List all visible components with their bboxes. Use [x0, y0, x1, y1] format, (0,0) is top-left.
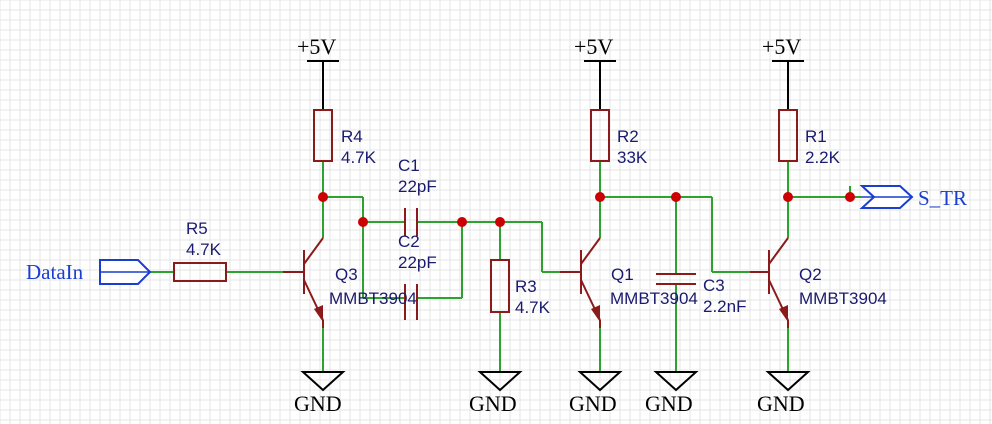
capacitor-c3[interactable]: C3 2.2nF — [656, 273, 746, 316]
capacitor-c1[interactable]: C1 22pF — [398, 156, 437, 236]
junction-dot — [457, 217, 467, 227]
r3-ref: R3 — [515, 277, 537, 296]
q2-value: MMBT3904 — [799, 289, 887, 308]
junction-dot — [671, 192, 681, 202]
r4-value: 4.7K — [341, 148, 377, 167]
resistor-r4[interactable]: R4 4.7K — [313, 109, 377, 167]
c3-value: 2.2nF — [703, 297, 746, 316]
port-datain-label: DataIn — [26, 260, 84, 284]
port-datain[interactable]: DataIn — [26, 259, 152, 285]
q1-value: MMBT3904 — [610, 289, 698, 308]
resistor-r3[interactable]: R3 4.7K — [490, 259, 551, 317]
gnd-label: GND — [469, 391, 517, 416]
r1-ref: R1 — [805, 127, 827, 146]
c3-ref: C3 — [703, 276, 725, 295]
r4-ref: R4 — [341, 127, 363, 146]
r2-value: 33K — [617, 148, 648, 167]
junction-dot — [595, 192, 605, 202]
resistor-r1[interactable]: R1 2.2K — [778, 109, 841, 167]
junction-dot — [495, 217, 505, 227]
gnd-symbol-q1: GND — [569, 371, 623, 416]
gnd-symbol-q2: GND — [757, 371, 811, 416]
q3-value: MMBT3904 — [329, 289, 417, 308]
gnd-label: GND — [645, 391, 693, 416]
c1-value: 22pF — [398, 177, 437, 196]
c2-value: 22pF — [398, 253, 437, 272]
r5-ref: R5 — [186, 219, 208, 238]
vcc-label: +5V — [574, 34, 613, 59]
q1-ref: Q1 — [611, 265, 634, 284]
r3-value: 4.7K — [515, 298, 551, 317]
resistor-r2[interactable]: R2 33K — [590, 109, 648, 167]
vcc-label: +5V — [762, 34, 801, 59]
transistor-q3[interactable]: Q3 MMBT3904 — [283, 237, 417, 328]
gnd-symbol-c3: GND — [645, 371, 699, 416]
gnd-label: GND — [569, 391, 617, 416]
vcc-symbol-q1: +5V — [574, 34, 616, 110]
gnd-symbol-r3: GND — [469, 371, 523, 416]
c2-ref: C2 — [398, 232, 420, 251]
resistor-r5[interactable]: R5 4.7K — [173, 219, 227, 282]
junction-dot — [845, 192, 855, 202]
capacitor-c2[interactable]: C2 22pF — [398, 232, 437, 320]
transistor-q1[interactable]: Q1 MMBT3904 — [560, 237, 698, 328]
vcc-symbol-q3: +5V — [297, 34, 339, 110]
transistor-q2[interactable]: Q2 MMBT3904 — [750, 237, 887, 328]
gnd-label: GND — [294, 391, 342, 416]
port-s-tr[interactable]: S_TR — [859, 185, 967, 210]
junction-dot — [783, 192, 793, 202]
vcc-label: +5V — [297, 34, 336, 59]
q3-ref: Q3 — [335, 265, 358, 284]
q2-ref: Q2 — [799, 265, 822, 284]
r5-value: 4.7K — [186, 240, 222, 259]
port-s-tr-label: S_TR — [918, 186, 967, 210]
r2-ref: R2 — [617, 127, 639, 146]
gnd-label: GND — [757, 391, 805, 416]
junctions — [318, 192, 855, 227]
r1-value: 2.2K — [805, 148, 841, 167]
gnd-symbol-q3: GND — [294, 371, 346, 416]
vcc-symbol-q2: +5V — [762, 34, 804, 110]
c1-ref: C1 — [398, 156, 420, 175]
junction-dot — [318, 192, 328, 202]
junction-dot — [358, 217, 368, 227]
